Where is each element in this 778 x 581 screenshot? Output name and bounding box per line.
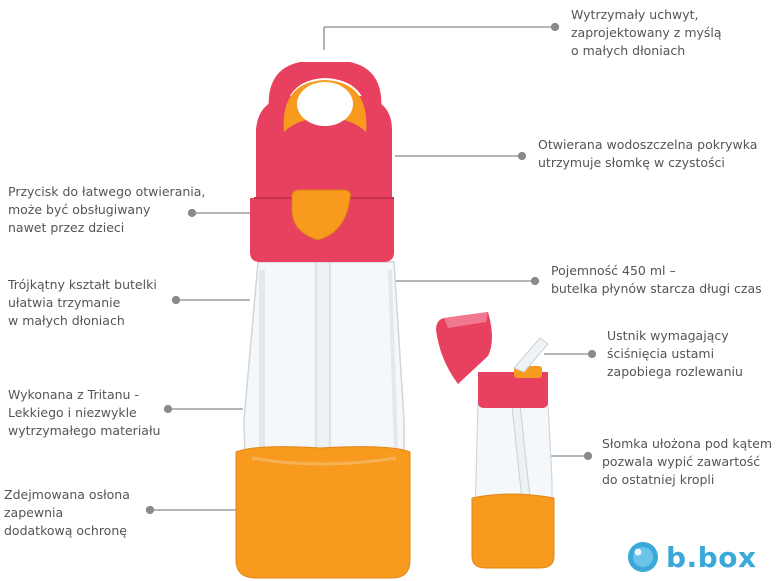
small-bottle	[436, 312, 555, 569]
bubble-icon	[628, 542, 658, 572]
brand-logo: b.box	[626, 540, 757, 574]
callout-button: Przycisk do łatwego otwierania, może być…	[8, 184, 206, 235]
callout-straw: Słomka ułożona pod kątem pozwala wypić z…	[602, 436, 773, 487]
callout-capacity: Pojemność 450 ml – butelka płynów starcz…	[551, 263, 762, 296]
handle-opening	[297, 82, 353, 126]
brand-name: b.box	[666, 540, 757, 574]
leader-lines	[145, 22, 597, 515]
callout-lid: Otwierana wodoszczelna pokrywka utrzymuj…	[538, 137, 758, 170]
callout-tritan: Wykonana z Tritanu - Lekkiego i niezwykl…	[8, 387, 161, 438]
handle	[268, 62, 382, 132]
silicone-sleeve	[235, 446, 411, 579]
open-button	[291, 189, 351, 241]
callout-shape: Trójkątny kształt butelki ułatwia trzyma…	[8, 277, 157, 328]
callout-mouthpiece: Ustnik wymagający ściśnięcia ustami zapo…	[607, 328, 743, 379]
callout-sleeve: Zdejmowana osłona zapewnia dodatkową och…	[4, 487, 130, 538]
callout-handle: Wytrzymały uchwyt, zaprojektowany z myśl…	[571, 7, 722, 58]
large-bottle	[235, 62, 411, 579]
